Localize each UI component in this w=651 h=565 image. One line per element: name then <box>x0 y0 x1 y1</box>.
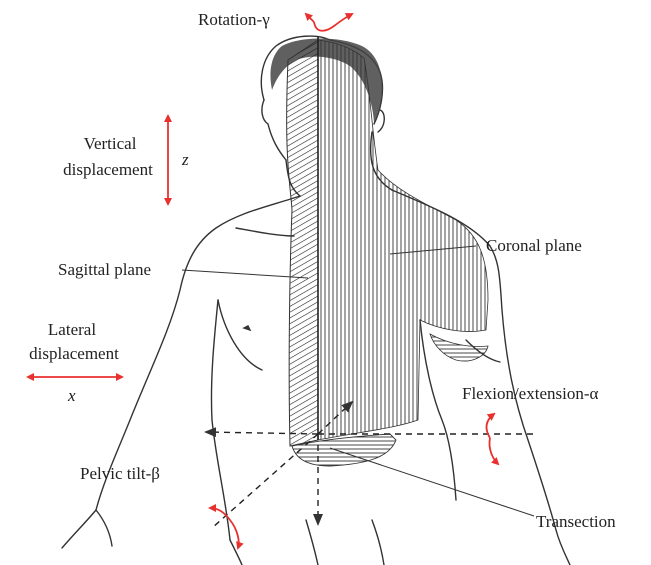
vertical-label-line2: displacement <box>52 160 164 180</box>
sagittal-plane-label: Sagittal plane <box>58 260 151 280</box>
pelvic-tilt-label: Pelvic tilt-β <box>80 464 160 484</box>
x-axis-label: x <box>68 386 76 406</box>
rotation-arrow <box>314 14 352 31</box>
lateral-label-line2: displacement <box>16 344 132 364</box>
lateral-label-line1: Lateral <box>22 320 122 340</box>
coronal-plane-label: Coronal plane <box>486 236 582 256</box>
z-axis-label: z <box>182 150 189 170</box>
arm-hatch <box>430 334 488 361</box>
flexion-label: Flexion/extension-α <box>462 384 598 404</box>
sagittal-plane-region <box>287 40 318 446</box>
coronal-plane-region <box>318 40 488 440</box>
vertical-label-line1: Vertical <box>60 134 160 154</box>
rotation-label: Rotation-γ <box>198 10 270 30</box>
transection-label: Transection <box>536 512 616 532</box>
flexion-arrow <box>487 414 494 438</box>
